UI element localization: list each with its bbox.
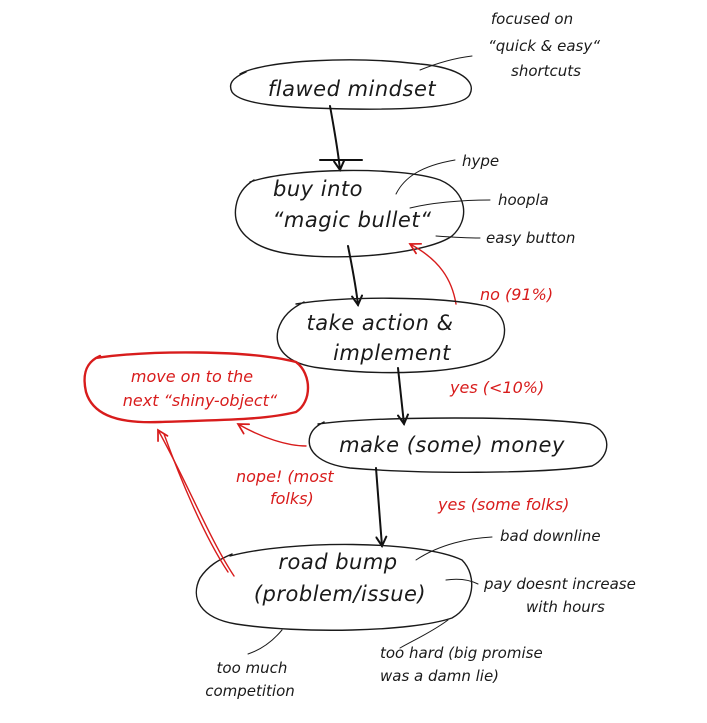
leader-line (409, 199, 491, 209)
edge-label-line: folks) (270, 489, 314, 508)
note-label: hype (462, 152, 499, 170)
note-too-hard: too hard (big promise was a damn lie) (380, 619, 543, 685)
note-line: pay doesnt increase (483, 575, 636, 593)
arrow-buy-to-action (347, 245, 358, 305)
node-label: flawed mindset (268, 77, 436, 101)
note-too-much: too much competition (205, 629, 295, 700)
node-label: make (some) money (339, 433, 565, 457)
note-line: competition (205, 682, 295, 700)
note-bad-downline: bad downline (415, 527, 601, 561)
leader-line (395, 159, 456, 195)
note-line: too much (217, 659, 288, 677)
note-line: “quick & easy“ (488, 37, 600, 55)
arrow-action-to-money (397, 367, 404, 424)
arrow-mindset-to-buy (329, 105, 340, 170)
leader-line (399, 619, 449, 649)
note-hype: hype (395, 152, 499, 195)
node-outline (276, 297, 506, 374)
node-outline (195, 543, 473, 631)
note-line: shortcuts (511, 62, 581, 80)
node-shiny-object: move on to the next “shiny-object“ (83, 351, 310, 424)
note-label: bad downline (500, 527, 601, 545)
node-outline (229, 59, 472, 110)
arrow-no-back (408, 242, 457, 305)
edge-label-yes-some: yes (some folks) (437, 495, 569, 514)
edge-label-nope: nope! (most folks) (236, 467, 334, 508)
node-take-action: take action & implement (276, 297, 506, 374)
node-label-line1: buy into (273, 177, 363, 201)
node-label-line1: road bump (278, 550, 397, 574)
node-buy-into: buy into “magic bullet“ (234, 169, 465, 258)
arrow-money-to-roadbump (375, 467, 382, 546)
leader-line (445, 578, 479, 585)
node-label-line2: next “shiny-object“ (123, 391, 278, 410)
node-label-line2: “magic bullet“ (273, 208, 432, 232)
note-hoopla: hoopla (409, 191, 549, 209)
note-line: focused on (491, 10, 573, 28)
note-label: hoopla (498, 191, 549, 209)
note-pay: pay doesnt increase with hours (445, 575, 636, 616)
arrow-roadbump-to-shiny-sketch (163, 433, 229, 573)
note-line: too hard (big promise (380, 644, 543, 662)
leader-line (435, 235, 481, 239)
arrow-roadbump-to-shiny (157, 428, 235, 577)
edge-label-yes-lt10: yes (<10%) (449, 378, 544, 397)
note-focused: focused on “quick & easy“ shortcuts (419, 10, 600, 80)
arrow-nope (236, 423, 307, 447)
note-easy-button: easy button (435, 229, 575, 247)
node-label-line2: (problem/issue) (254, 582, 426, 606)
node-outline (234, 169, 465, 258)
node-road-bump: road bump (problem/issue) (195, 543, 473, 631)
note-label: easy button (486, 229, 575, 247)
node-flawed-mindset: flawed mindset (229, 59, 472, 110)
node-outline (308, 417, 608, 473)
node-label-line1: move on to the (131, 367, 253, 386)
node-outline (83, 351, 310, 424)
node-label-line1: take action & (306, 311, 453, 335)
edge-label-line: nope! (most (236, 467, 334, 486)
leader-line (419, 55, 473, 71)
node-label-line2: implement (333, 341, 451, 365)
node-make-money: make (some) money (308, 417, 608, 473)
note-line: was a damn lie) (380, 667, 499, 685)
leader-line (415, 536, 493, 561)
leader-line (247, 629, 283, 655)
note-line: with hours (526, 598, 605, 616)
edge-label-no: no (91%) (480, 285, 553, 304)
